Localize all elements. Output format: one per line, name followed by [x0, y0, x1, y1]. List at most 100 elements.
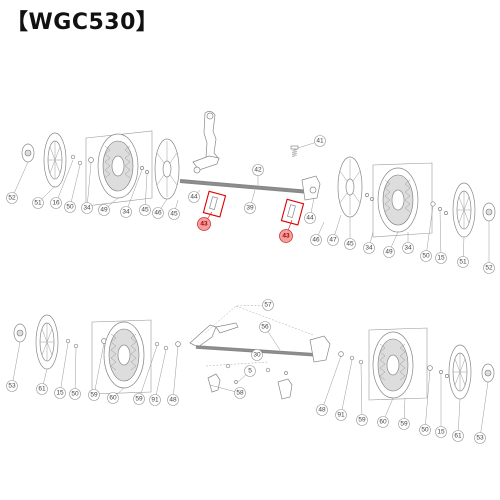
part-callout-16: 16 — [50, 197, 62, 209]
callout-label: 50 — [422, 253, 430, 260]
callout-bubble — [344, 238, 356, 250]
part-callout-50: 50 — [420, 250, 432, 262]
leader-line — [125, 169, 143, 213]
callout-bubble — [483, 262, 495, 274]
part-callout-59: 59 — [398, 418, 410, 430]
callout-label: 56 — [261, 324, 269, 331]
callout-bubble — [310, 234, 322, 246]
callout-label: 52 — [8, 195, 16, 202]
leader-line — [424, 369, 431, 431]
highlighted-part-43-left — [202, 190, 227, 218]
part-callout-43: 43 — [197, 217, 211, 231]
washers-top-right — [365, 193, 374, 201]
callout-label: 5 — [248, 368, 252, 375]
callout-label: 45 — [346, 241, 354, 248]
callout-bubble — [69, 388, 81, 400]
part-callout-60: 60 — [377, 416, 389, 428]
washers-bottom-left-2 — [154, 341, 181, 351]
callout-label: 34 — [83, 205, 91, 212]
callout-bubble — [474, 432, 486, 444]
tire-bottom-right — [368, 327, 428, 401]
callout-bubble — [234, 387, 246, 399]
part-callout-50: 50 — [69, 388, 81, 400]
spoked-wheel-top-right — [337, 156, 363, 218]
callout-bubble — [197, 217, 211, 231]
leader-line — [86, 162, 92, 209]
part-callout-91: 91 — [335, 409, 347, 421]
callout-label: 59 — [358, 417, 366, 424]
part-callout-46: 46 — [152, 207, 164, 219]
leader-line — [172, 345, 179, 401]
hub-cap-top-right — [482, 202, 496, 222]
callout-bubble — [435, 252, 447, 264]
leader-line — [321, 355, 342, 411]
callout-bubble — [152, 207, 164, 219]
callout-label: 15 — [437, 255, 445, 262]
part-callout-59: 59 — [88, 389, 100, 401]
callout-bubble — [419, 424, 431, 436]
part-callout-60: 60 — [107, 392, 119, 404]
callout-label: 59 — [400, 421, 408, 428]
callout-label: 91 — [151, 397, 159, 404]
callout-bubble — [262, 299, 274, 311]
callout-bubble — [139, 204, 151, 216]
part-callout-50: 50 — [64, 201, 76, 213]
callout-label: 53 — [8, 383, 16, 390]
part-callout-52: 52 — [6, 192, 18, 204]
leader-line — [93, 342, 105, 396]
callout-label: 53 — [476, 435, 484, 442]
callout-label: 61 — [38, 386, 46, 393]
part-callout-34: 34 — [363, 242, 375, 254]
callout-bubble — [259, 321, 271, 333]
washers-top-left — [70, 154, 94, 166]
callout-label: 48 — [169, 397, 177, 404]
callout-bubble — [244, 202, 256, 214]
part-callout-53: 53 — [474, 432, 486, 444]
wheel-disc-top-right — [452, 182, 476, 238]
leader-line — [69, 164, 81, 208]
callout-bubble — [244, 365, 256, 377]
wheel-disc-bottom-left — [35, 314, 59, 370]
part-callout-45: 45 — [139, 204, 151, 216]
part-callout-15: 15 — [435, 252, 447, 264]
callout-bubble — [188, 191, 200, 203]
part-callout-15: 15 — [54, 387, 66, 399]
callout-bubble — [36, 383, 48, 395]
callout-label: 52 — [485, 265, 493, 272]
leader-line — [360, 363, 363, 421]
callout-bubble — [6, 380, 18, 392]
callout-bubble — [133, 393, 145, 405]
part-callout-59: 59 — [133, 393, 145, 405]
hub-cap-bottom-right — [481, 363, 495, 383]
part-callout-47: 47 — [327, 234, 339, 246]
callout-label: 16 — [52, 200, 60, 207]
callout-label: 43 — [200, 221, 208, 228]
callout-bubble — [167, 394, 179, 406]
washers-bottom-left — [65, 338, 107, 349]
callout-label: 15 — [437, 429, 445, 436]
leader-line — [74, 347, 77, 395]
leader-line — [144, 173, 148, 211]
callout-bubble — [107, 392, 119, 404]
callout-bubble — [335, 409, 347, 421]
callout-label: 39 — [246, 205, 254, 212]
part-callout-49: 49 — [383, 246, 395, 258]
part-callout-48: 48 — [167, 394, 179, 406]
part-callout-52: 52 — [483, 262, 495, 274]
part-callout-61: 61 — [36, 383, 48, 395]
leader-line — [55, 159, 74, 204]
callout-bubble — [420, 250, 432, 262]
leader-line — [340, 359, 353, 416]
leader-line — [439, 210, 442, 259]
callout-bubble — [54, 387, 66, 399]
part-callout-34: 34 — [81, 202, 93, 214]
leader-line — [479, 381, 489, 439]
callout-bubble — [50, 197, 62, 209]
callout-label: 50 — [71, 391, 79, 398]
callout-label: 41 — [316, 138, 324, 145]
callout-label: 60 — [379, 419, 387, 426]
washers-bottom-right-2 — [427, 365, 449, 378]
callout-bubble — [64, 201, 76, 213]
callout-bubble — [98, 204, 110, 216]
part-callout-53: 53 — [6, 380, 18, 392]
